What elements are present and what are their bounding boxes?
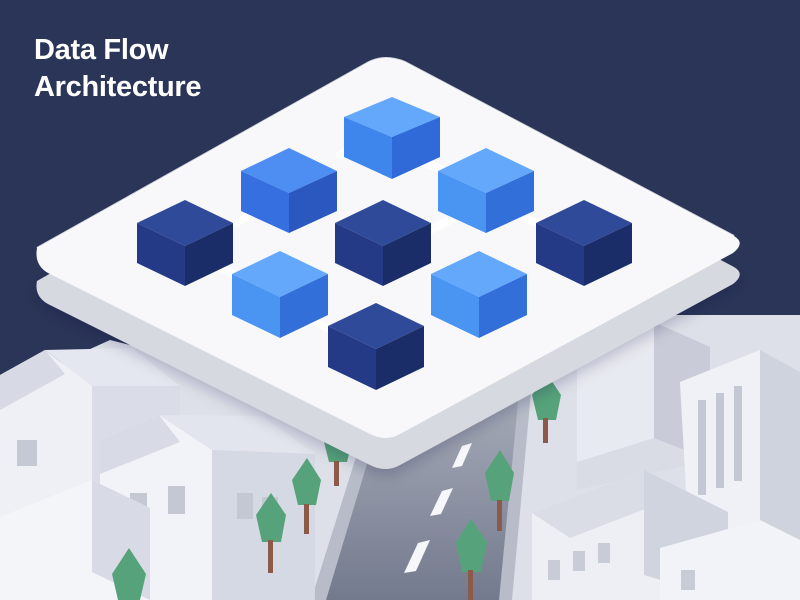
building-icon-bottom-right: [532, 470, 800, 600]
data-block-icon: [344, 97, 440, 179]
building-icon-right-tower: [680, 350, 800, 560]
title-line-1: Data Flow: [34, 34, 169, 66]
data-block-icon: [328, 303, 424, 390]
data-block-icon: [232, 251, 328, 338]
platform-edge-highlight: [36, 57, 735, 249]
tree-icon: [112, 548, 146, 600]
data-block-icon: [241, 148, 337, 233]
data-block-icon: [335, 200, 431, 286]
tree-icon: [256, 493, 286, 573]
data-block-icon: [438, 148, 534, 233]
data-block-icon: [536, 200, 632, 286]
title-line-2: Architecture: [34, 71, 202, 103]
data-block-icon: [137, 200, 233, 286]
tree-icon: [456, 519, 487, 600]
tree-icon: [485, 450, 514, 531]
data-blocks: [137, 97, 632, 390]
road-edge-right: [499, 381, 532, 600]
diagram-title: Data Flow Architecture: [34, 32, 294, 106]
data-block-icon: [431, 251, 527, 338]
tree-icon: [292, 458, 321, 534]
road-edge-left: [311, 434, 376, 600]
